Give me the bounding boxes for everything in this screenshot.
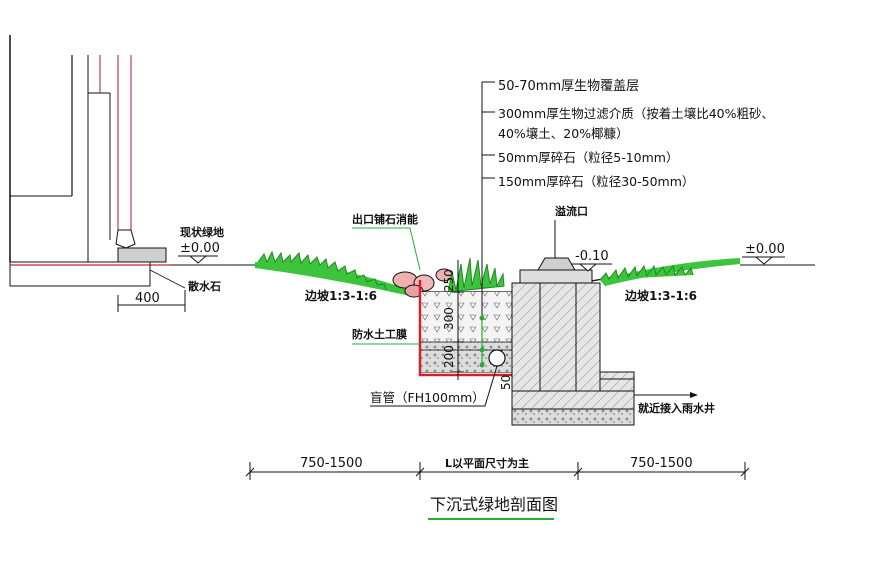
elev-left-label: ±0.00	[180, 241, 220, 256]
dim-mid-label: L以平面尺寸为主	[445, 456, 529, 470]
diagram-title: 下沉式绿地剖面图	[430, 495, 558, 514]
elev-left-marker	[188, 255, 208, 264]
connect-arrow	[634, 392, 698, 398]
connect-well-label: 就近接入雨水井	[638, 401, 715, 415]
dim-400-label: 400	[135, 291, 160, 306]
layer-1-text: 50-70mm厚生物覆盖层	[498, 79, 639, 94]
central-plants	[447, 257, 505, 293]
dim-250-label: 250	[442, 269, 456, 292]
scatter-stone-label: 散水石	[188, 279, 221, 293]
elev-right-marker	[754, 256, 774, 265]
layer-3-text: 40%壤土、20%椰糠）	[498, 126, 629, 141]
elev-overflow-label: -0.10	[575, 249, 609, 264]
grass-left	[255, 250, 410, 296]
outlet-stone-label: 出口铺石消能	[352, 212, 418, 226]
dim-50-label: 50	[499, 375, 513, 390]
blind-pipe-circle	[488, 349, 506, 367]
overflow-label: 溢流口	[555, 204, 588, 218]
slope-right-label: 边坡1:3-1:6	[624, 288, 697, 303]
layer-5-text: 150mm厚碎石（粒径30-50mm）	[498, 174, 694, 189]
blind-pipe-label: 盲管（FH100mm）	[370, 390, 485, 405]
left-ground	[9, 247, 255, 287]
layer-leaders	[482, 81, 495, 179]
overflow-well	[511, 257, 635, 426]
bottom-dimension	[245, 462, 750, 480]
geomembrane-label: 防水土工膜	[352, 327, 407, 341]
dim-200-label: 200	[442, 345, 456, 368]
elev-right-label: ±0.00	[745, 242, 785, 257]
building-wall	[9, 35, 136, 262]
dim-left-label: 750-1500	[300, 456, 363, 471]
slope-left-label: 边坡1:3-1:6	[304, 288, 377, 303]
layer-4-text: 50mm厚碎石（粒径5-10mm）	[498, 150, 678, 165]
dim-300-label: 300	[442, 307, 456, 330]
layer-2-text: 300mm厚生物过滤介质（按着土壤比40%粗砂、	[498, 106, 774, 121]
grass-right	[599, 258, 740, 286]
dim-right-label: 750-1500	[630, 456, 693, 471]
elev-overflow-marker	[578, 263, 598, 272]
existing-green-label: 现状绿地	[180, 225, 224, 239]
dim-400	[117, 290, 186, 312]
filter-dims	[452, 260, 464, 380]
